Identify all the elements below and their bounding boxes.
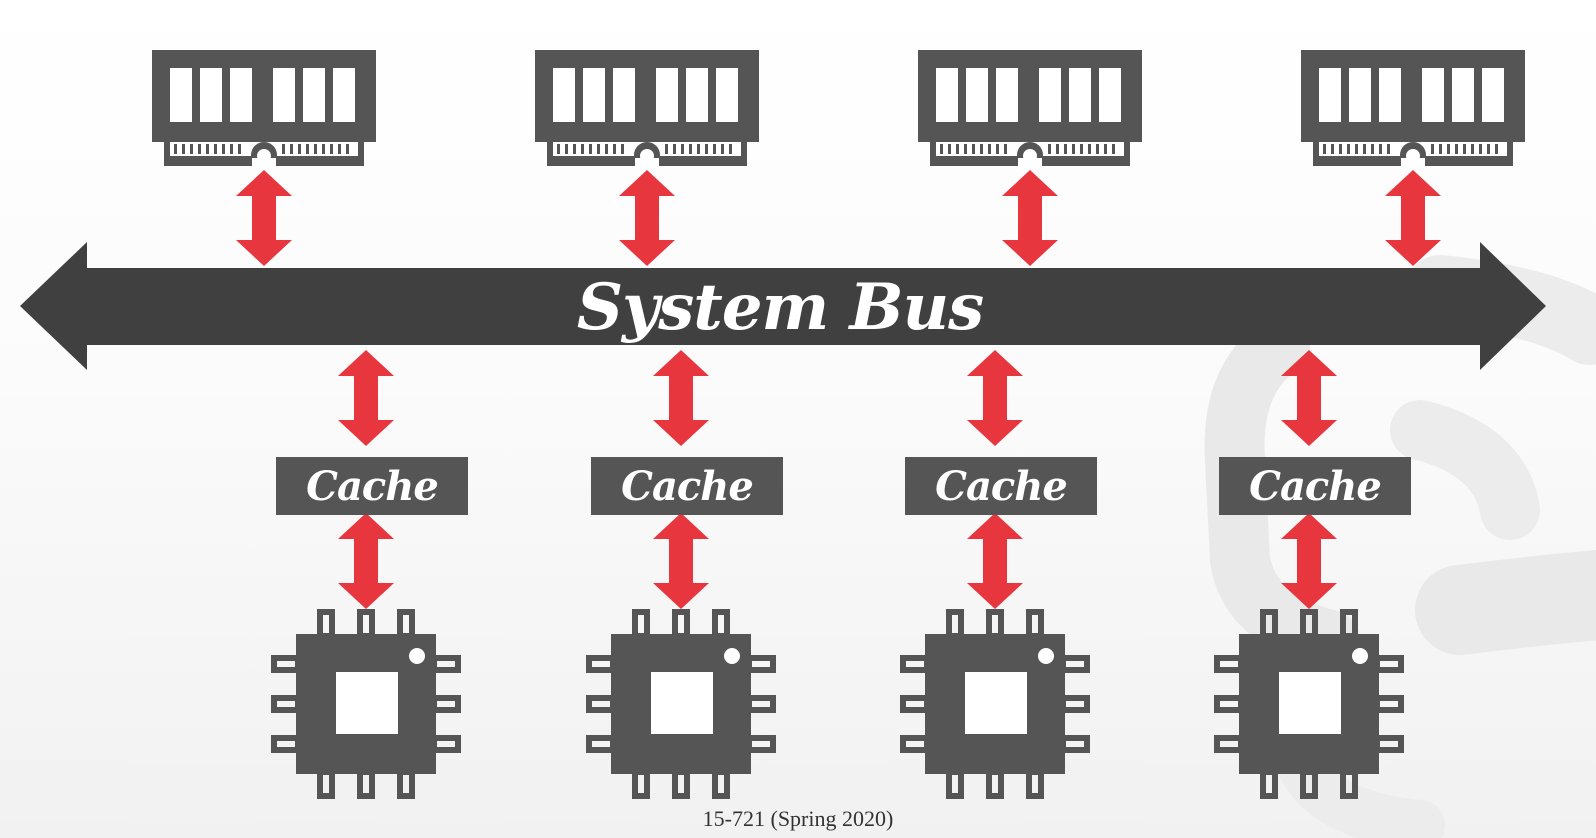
system-bus-bar <box>20 242 1546 370</box>
cache-box: Cache <box>1219 457 1411 515</box>
system-bus-label: System Bus <box>576 269 984 345</box>
double-arrow-icon <box>1002 170 1058 266</box>
slide-footer: 15-721 (Spring 2020) <box>702 806 894 831</box>
cpu-chip-icon <box>1217 612 1401 796</box>
double-arrow-icon <box>338 350 394 446</box>
cache-box: Cache <box>591 457 783 515</box>
double-arrow-icon <box>967 513 1023 609</box>
memory-module-icon <box>1301 50 1525 168</box>
double-arrow-icon <box>619 170 675 266</box>
double-arrow-icon <box>338 513 394 609</box>
double-arrow-icon <box>1385 170 1441 266</box>
double-arrow-icon <box>236 170 292 266</box>
cpu-chip-icon <box>589 612 773 796</box>
memory-module-icon <box>152 50 376 168</box>
memory-module-icon <box>535 50 759 168</box>
cache-box: Cache <box>905 457 1097 515</box>
double-arrow-icon <box>653 350 709 446</box>
memory-module-icon <box>918 50 1142 168</box>
double-arrow-icon <box>967 350 1023 446</box>
cpu-chip-icon <box>903 612 1087 796</box>
cache-box: Cache <box>276 457 468 515</box>
cpu-chip-icon <box>274 612 458 796</box>
double-arrow-icon <box>653 513 709 609</box>
